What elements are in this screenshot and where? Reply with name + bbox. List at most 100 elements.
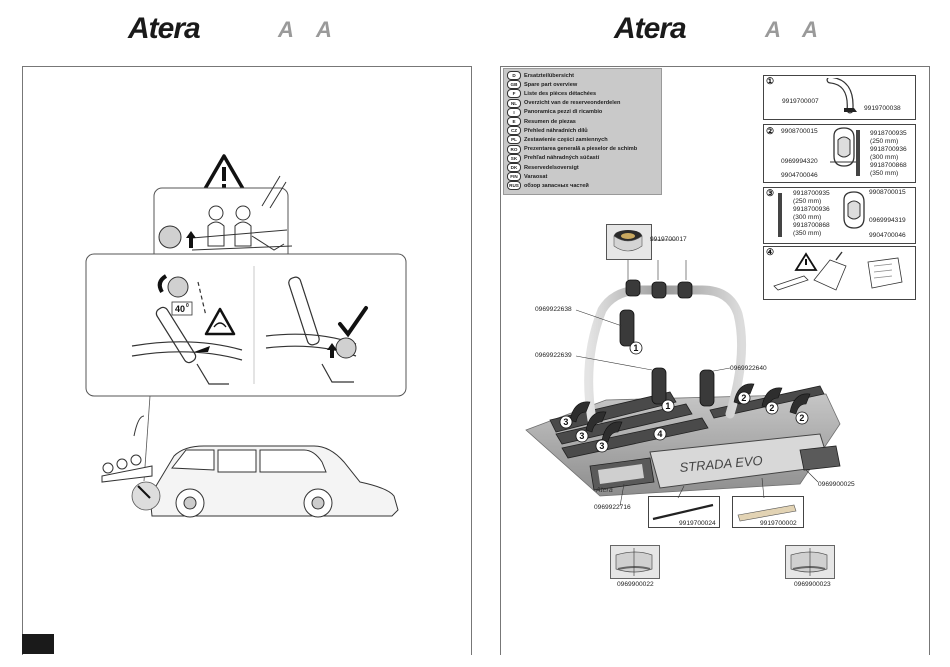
box-1-number: ① xyxy=(766,76,775,86)
size-box3-1: (250 mm) xyxy=(793,198,822,205)
callout-circle xyxy=(765,401,779,415)
step-circle-main-left xyxy=(167,276,189,298)
size-box2-3: (300 mm) xyxy=(870,154,899,161)
size-box2-4: 9918700868 xyxy=(870,162,907,169)
callout-number: 1 xyxy=(633,343,638,353)
language-code-badge: E xyxy=(507,117,521,126)
letter-a-right-2: A xyxy=(802,17,818,42)
step-circle-main-right xyxy=(335,337,357,359)
car-illustration xyxy=(149,445,399,518)
detail-frame-upper xyxy=(153,187,289,263)
callout-number: 2 xyxy=(799,413,804,423)
letter-a-left-1: A xyxy=(278,17,294,42)
language-text: Prezentarea generală a pieselor de schim… xyxy=(524,146,638,153)
callout-circle xyxy=(595,439,609,453)
rack-on-car xyxy=(101,415,153,483)
language-code-badge: GB xyxy=(507,80,521,90)
size-box3-5: (350 mm) xyxy=(793,230,822,237)
angle-label: 40 xyxy=(175,304,185,314)
language-text: Liste des pièces détachées xyxy=(524,90,597,97)
size-box2-2: 9918700936 xyxy=(870,146,907,153)
small-brand-logo: Atera xyxy=(595,487,613,494)
size-box2-5: (350 mm) xyxy=(870,170,899,177)
size-box2-0: 9918700935 xyxy=(870,130,907,137)
part-right-1: 0969922640 xyxy=(730,365,767,372)
key-and-manual-icon xyxy=(773,251,903,291)
page-number-block xyxy=(22,634,54,654)
language-code-badge: RUS xyxy=(507,181,521,191)
callout-circle xyxy=(661,399,675,413)
size-box2-1: (250 mm) xyxy=(870,138,899,145)
language-text: Ersatzteilübersicht xyxy=(524,72,575,79)
language-text: Prehľad náhradných súčastí xyxy=(524,155,600,162)
part-box1-left: 9919700007 xyxy=(782,98,819,105)
language-code-badge: I xyxy=(507,107,521,117)
language-code-badge: F xyxy=(507,89,521,99)
part-lamp: 0969922716 xyxy=(594,504,631,511)
callout-circle xyxy=(795,411,809,425)
part-cap-right: 0969900023 xyxy=(794,581,831,588)
box-2-number: ② xyxy=(766,126,775,136)
callout-circle xyxy=(575,429,589,443)
rod-icon xyxy=(778,193,782,237)
part-top: 9919700017 xyxy=(650,236,687,243)
label-strip-icon xyxy=(737,504,797,522)
language-text: Overzicht van de reserveonderdelen xyxy=(524,100,621,107)
language-text: обзор запасных частей xyxy=(524,182,589,189)
language-text: Resumen de piezas xyxy=(524,118,576,125)
language-code-badge: PL xyxy=(507,135,521,145)
part-box-3 xyxy=(763,187,916,244)
callout-number: 2 xyxy=(741,393,746,403)
hitch-detail-circle xyxy=(131,481,161,511)
rubber-cap-icon xyxy=(613,230,643,252)
size-box3-4: 9918700868 xyxy=(793,222,830,229)
checkmark-icon xyxy=(338,306,368,338)
callout-circle xyxy=(629,341,643,355)
size-box3-0: 9918700935 xyxy=(793,190,830,197)
language-code-badge: D xyxy=(507,71,521,80)
leader-lines xyxy=(575,239,819,576)
language-text: Panoramica pezzi di ricambio xyxy=(524,109,603,116)
part-box3-c: 9904700046 xyxy=(869,232,906,239)
part-left-2: 0969922639 xyxy=(535,352,572,359)
language-text: Zestawienie części zamiennych xyxy=(524,136,608,143)
left-illustration: 40 0 xyxy=(85,154,407,518)
part-box2-c: 9904700046 xyxy=(781,172,818,179)
part-box1-right: 9919700038 xyxy=(864,105,901,112)
size-box3-2: 9918700936 xyxy=(793,206,830,213)
language-text: Přehled náhradních dílů xyxy=(524,127,588,134)
callout-circle xyxy=(559,415,573,429)
part-box2-b: 0969994320 xyxy=(781,158,818,165)
clamp-icon-3 xyxy=(843,191,865,229)
callout-circle xyxy=(737,391,751,405)
callout-number: 3 xyxy=(579,431,584,441)
callout-number: 3 xyxy=(599,441,604,451)
part-box3-b: 0969994319 xyxy=(869,217,906,224)
language-code-badge: CZ xyxy=(507,126,521,136)
language-text: Spare part overview xyxy=(524,81,578,88)
detail-frame-main xyxy=(85,253,407,397)
callout-number: 3 xyxy=(563,417,568,427)
part-strip-2: 9919700002 xyxy=(760,520,797,527)
language-title-box xyxy=(503,68,662,195)
size-box3-3: (300 mm) xyxy=(793,214,822,221)
callout-number: 1 xyxy=(665,401,670,411)
clamp-icon-2 xyxy=(830,127,860,176)
callout-number: 2 xyxy=(769,403,774,413)
language-code-badge: SK xyxy=(507,153,521,163)
part-strip-1: 9919700024 xyxy=(679,520,716,527)
language-code-badge: DK xyxy=(507,163,521,172)
brand-logo-left: Atera xyxy=(128,12,201,45)
language-text: Reservedelsoversigt xyxy=(524,164,579,171)
